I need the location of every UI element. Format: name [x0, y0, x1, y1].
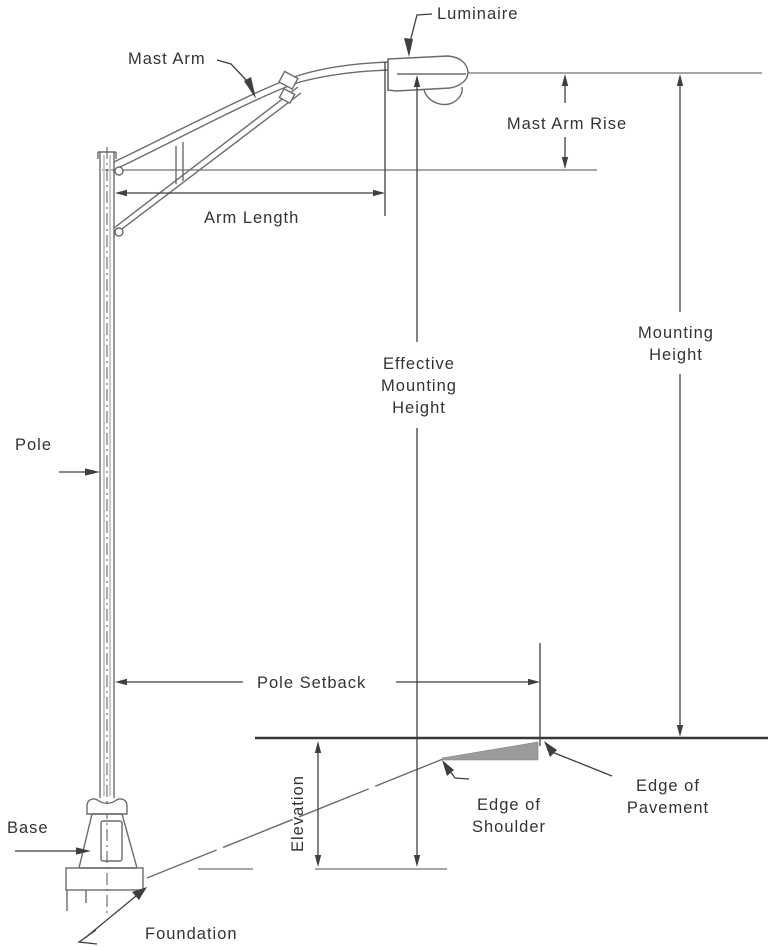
- base-right-taper: [121, 813, 138, 869]
- edge-of-pavement-leader: [544, 741, 613, 777]
- foundation-outline: [65, 867, 144, 891]
- foundation-leader-tail: [77, 929, 98, 945]
- mast-arm-lower-brace-top: [113, 86, 299, 229]
- pole-leader-arrow: [85, 468, 100, 476]
- arm-length-dimension: [115, 62, 386, 216]
- effective-mounting-height-label: Effective Mounting Height: [381, 355, 457, 417]
- pole-setback-dimension: [115, 678, 540, 686]
- elevation-dimension: [314, 741, 322, 867]
- arm-length-arrow-right: [373, 189, 385, 197]
- base-label: Base: [7, 819, 49, 837]
- mounting-height-arrow-down: [676, 725, 684, 737]
- pole-base: [78, 798, 138, 869]
- base-handhole: [100, 820, 123, 862]
- arm-length-arrow-left: [115, 189, 127, 197]
- edge-of-pavement-label: Edge of Pavement: [627, 777, 709, 817]
- edge-of-shoulder-leader-arrow: [442, 760, 454, 776]
- mast-arm-leader-line: [216, 59, 249, 83]
- mounting-height-line1: Mounting: [638, 324, 714, 342]
- edge-of-pavement-line2: Pavement: [627, 799, 709, 817]
- rise-arrow-down: [561, 157, 569, 169]
- luminaire-label: Luminaire: [437, 5, 518, 23]
- mounting-height-line2: Height: [649, 346, 703, 364]
- arm-attachment-pivot-lower: [114, 227, 124, 237]
- effective-mounting-height-arrow-down: [413, 855, 421, 867]
- edge-of-shoulder-leader: [442, 760, 470, 780]
- mast-arm-rise-dimension: [561, 74, 569, 169]
- mast-arm-leader: [216, 59, 256, 99]
- luminaire-leader: [404, 13, 433, 57]
- elevation-arrow-up: [314, 741, 322, 753]
- effective-mounting-height-dimension: [413, 75, 421, 867]
- effective-mounting-height-arrow-up: [413, 75, 421, 87]
- edge-of-shoulder-line2: Shoulder: [472, 818, 546, 836]
- pole-setback-arrow-left: [115, 678, 127, 686]
- mast-arm-lower-brace-bottom: [113, 92, 302, 236]
- rise-arrow-up: [561, 74, 569, 86]
- edge-of-pavement-leader-line: [551, 751, 613, 777]
- pole-leader: [59, 468, 100, 476]
- base-collar: [86, 798, 128, 815]
- mast-arm-leader-arrow: [244, 77, 256, 99]
- pole-setback-label: Pole Setback: [257, 674, 366, 692]
- foundation-label: Foundation: [145, 925, 238, 943]
- foundation-leader-arrow: [132, 887, 147, 900]
- mast-arm-assembly: [113, 61, 391, 237]
- shoulder-slope-line: [146, 758, 444, 879]
- foundation-leader: [77, 887, 147, 945]
- luminaire-leader-arrow: [404, 38, 413, 57]
- luminaire-leader-line: [409, 13, 433, 43]
- mounting-height-label: Mounting Height: [638, 324, 714, 364]
- edge-of-pavement-line1: Edge of: [636, 777, 700, 795]
- mounting-height-arrow-up: [676, 74, 684, 86]
- edge-of-shoulder-line1: Edge of: [477, 796, 541, 814]
- pavement-wedge: [441, 741, 539, 761]
- mast-arm-label: Mast Arm: [128, 50, 206, 68]
- arm-length-label: Arm Length: [204, 209, 299, 227]
- foundation-block: [65, 867, 144, 911]
- elevation-label: Elevation: [289, 775, 307, 852]
- effective-mounting-height-line2: Mounting: [381, 377, 457, 395]
- base-leader: [15, 847, 91, 855]
- pole-setback-arrow-right: [528, 678, 540, 686]
- arm-connector-plate-lower: [278, 87, 296, 105]
- luminaire-lens-bowl: [423, 86, 463, 106]
- elevation-arrow-down: [314, 855, 322, 867]
- arm-connector-plate-upper: [278, 70, 299, 91]
- edge-of-pavement-leader-arrow: [544, 741, 557, 757]
- base-left-taper: [78, 813, 93, 869]
- pole-label: Pole: [15, 436, 52, 454]
- mast-arm-rise-label: Mast Arm Rise: [507, 115, 627, 133]
- arm-attachment-pivot-upper: [114, 166, 124, 176]
- edge-of-shoulder-label: Edge of Shoulder: [472, 796, 546, 836]
- mast-arm-upper-chord-top: [113, 61, 391, 163]
- effective-mounting-height-line3: Height: [392, 399, 446, 417]
- mounting-height-dimension: [676, 74, 684, 737]
- base-leader-arrow: [76, 847, 91, 855]
- effective-mounting-height-line1: Effective: [383, 355, 455, 373]
- luminaire-head: [387, 55, 469, 106]
